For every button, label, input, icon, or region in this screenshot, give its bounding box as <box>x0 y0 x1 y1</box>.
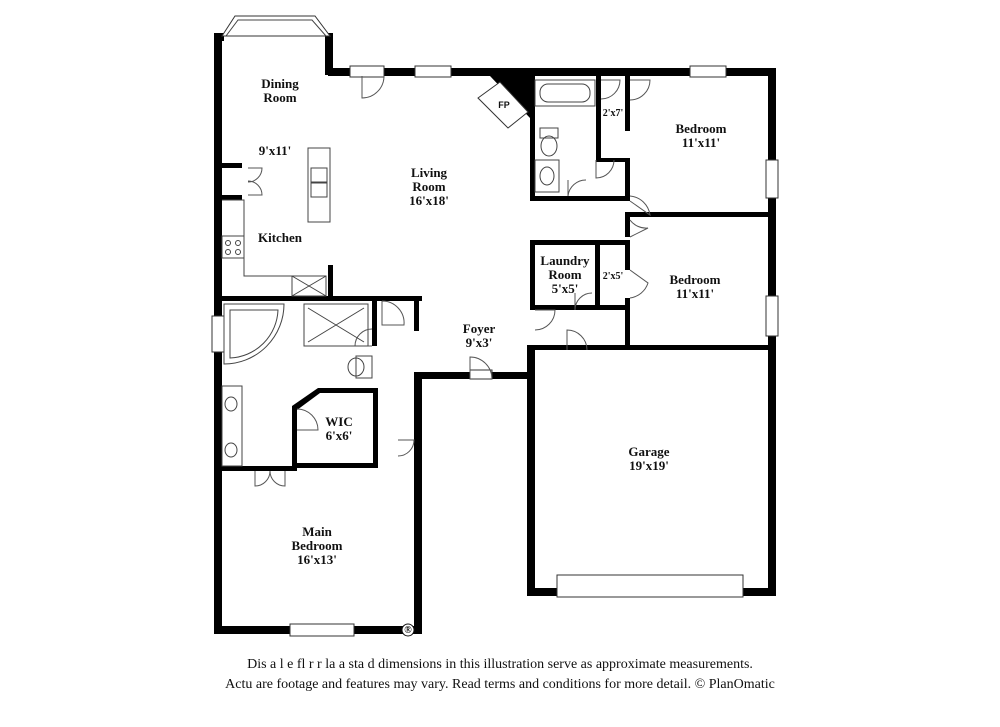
room-closet-top: 2'x7' <box>603 108 624 119</box>
bedroom-top-size: 11'x11' <box>682 135 720 150</box>
room-main-bedroom: Main Bedroom 16'x13' <box>291 524 342 567</box>
room-wic: WIC 6'x6' <box>325 414 352 443</box>
foyer-label: Foyer <box>463 321 496 336</box>
wic-size: 6'x6' <box>326 428 353 443</box>
garage-size: 19'x19' <box>629 458 669 473</box>
bedroom-mid-size: 11'x11' <box>676 286 714 301</box>
living-size: 16'x18' <box>409 193 449 208</box>
room-foyer: Foyer 9'x3' <box>463 321 496 350</box>
closet-mid-size: 2'x5' <box>603 271 624 282</box>
main-bedroom-size: 16'x13' <box>297 552 337 567</box>
kitchen-label: Kitchen <box>258 230 303 245</box>
disclaimer: Dis a l e fl r r la a sta d dimensions i… <box>0 655 1000 695</box>
registered-mark-text: ® <box>404 625 412 636</box>
bedroom-top-label: Bedroom <box>675 121 726 136</box>
floor-plan: FP <box>211 15 779 637</box>
closet-top-size: 2'x7' <box>603 108 624 119</box>
main-bedroom-label-line2: Bedroom <box>291 538 342 553</box>
windows <box>211 65 779 637</box>
room-bedroom-mid: Bedroom 11'x11' <box>669 272 720 301</box>
disclaimer-line1: Dis a l e fl r r la a sta d dimensions i… <box>247 657 753 672</box>
laundry-label-line1: Laundry <box>540 253 590 268</box>
main-bedroom-label-line1: Main <box>302 524 332 539</box>
room-closet-mid: 2'x5' <box>603 271 624 282</box>
laundry-size: 5'x5' <box>552 281 579 296</box>
living-label-line1: Living <box>411 165 448 180</box>
dining-label-line1: Dining <box>261 76 299 91</box>
fixtures <box>221 79 596 467</box>
interior-walls <box>214 76 775 471</box>
bay-window <box>221 15 331 37</box>
disclaimer-line2: Actu are footage and features may vary. … <box>225 677 775 692</box>
fireplace: FP <box>477 76 530 129</box>
dining-size: 9'x11' <box>259 143 292 158</box>
wic-label: WIC <box>325 414 352 429</box>
registered-mark: ® <box>401 623 415 637</box>
room-laundry: Laundry Room 5'x5' <box>540 253 590 296</box>
foyer-size: 9'x3' <box>466 335 493 350</box>
garage-label: Garage <box>628 444 669 459</box>
fireplace-label: FP <box>498 100 510 110</box>
laundry-label-line2: Room <box>548 267 581 282</box>
doors <box>247 75 651 487</box>
room-living: Living Room 16'x18' <box>409 165 449 208</box>
living-label-line2: Room <box>412 179 445 194</box>
dining-label-line2: Room <box>263 90 296 105</box>
room-garage: Garage 19'x19' <box>628 444 669 473</box>
room-dining: Dining Room 9'x11' <box>259 76 300 158</box>
bedroom-mid-label: Bedroom <box>669 272 720 287</box>
room-bedroom-top: Bedroom 11'x11' <box>675 121 726 150</box>
room-kitchen: Kitchen <box>258 230 303 245</box>
